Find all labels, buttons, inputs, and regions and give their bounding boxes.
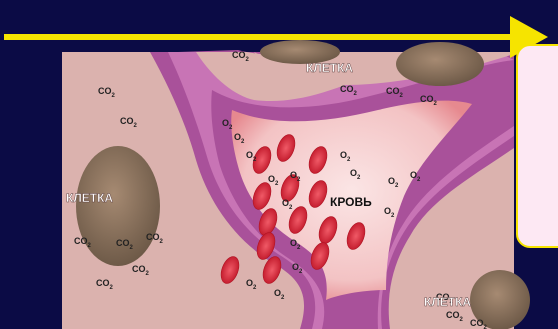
blood-label: КРОВЬ — [330, 195, 372, 209]
cell-nucleus-top-right — [396, 42, 484, 86]
cell-label-top: КЛЕТКА — [306, 61, 353, 75]
cell-label-left: КЛЕТКА — [66, 191, 113, 205]
side-panel — [516, 44, 558, 248]
cell-label-bottom: КЛЕТКА — [424, 295, 471, 309]
